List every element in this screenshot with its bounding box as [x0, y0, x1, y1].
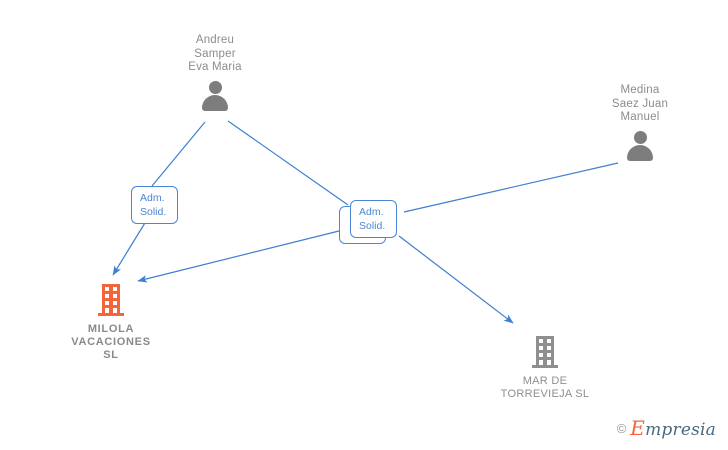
watermark-empresia: © Empresia — [617, 416, 716, 440]
edge-andreu-to-center-label — [227, 120, 349, 206]
person-icon — [623, 130, 657, 161]
node-person-medina[interactable]: Medina Saez Juan Manuel — [580, 84, 700, 161]
node-company-milola[interactable]: MILOLA VACACIONES SL — [48, 282, 174, 362]
copyright-icon: © — [616, 420, 627, 436]
edge-center-label-to-milola — [137, 228, 348, 283]
node-label-person-medina: Medina Saez Juan Manuel — [611, 84, 669, 124]
node-company-mar-de-torrevieja[interactable]: MAR DE TORREVIEJA SL — [475, 334, 615, 401]
relation-label-adm-solid-center-front[interactable]: Adm. Solid. — [350, 200, 397, 239]
building-icon — [528, 334, 562, 370]
person-icon — [198, 80, 232, 111]
brand-wordmark: Empresia — [630, 416, 716, 440]
brand-initial: E — [630, 416, 646, 440]
edge-andreu-to-label-left — [151, 121, 206, 187]
edge-center-label-to-mar-de-torrevieja — [398, 235, 514, 324]
node-label-company-mar-de-torrevieja: MAR DE TORREVIEJA SL — [500, 375, 590, 400]
person-icon-head — [208, 80, 222, 94]
person-icon-head — [633, 130, 647, 144]
edge-label-left-to-milola — [112, 217, 149, 276]
node-label-company-milola: MILOLA VACACIONES SL — [71, 323, 151, 361]
building-icon-highlight — [94, 282, 128, 318]
person-icon-body — [627, 144, 653, 161]
node-person-andreu[interactable]: Andreu Samper Eva Maria — [155, 34, 275, 111]
person-icon-body — [202, 94, 228, 111]
brand-rest: mpresia — [645, 420, 716, 440]
relation-label-adm-solid-left[interactable]: Adm. Solid. — [131, 186, 178, 225]
node-label-person-andreu: Andreu Samper Eva Maria — [188, 34, 242, 74]
edge-medina-to-center-label — [403, 162, 619, 213]
